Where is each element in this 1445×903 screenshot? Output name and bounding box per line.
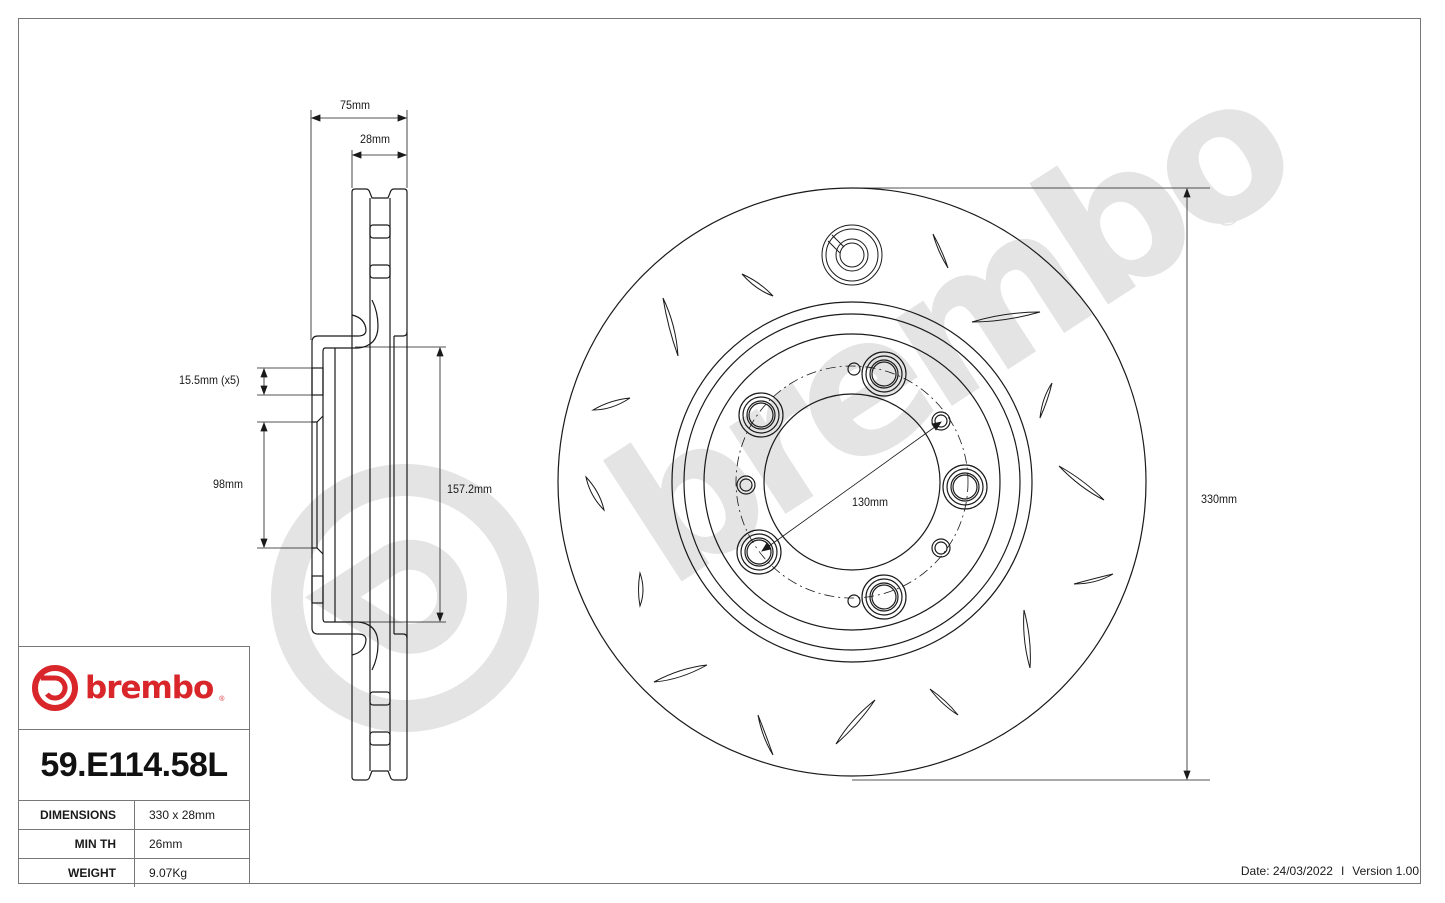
lug-holes: [736, 351, 988, 620]
spec-row-min-th: MIN TH 26mm: [19, 830, 249, 859]
spec-value: 9.07Kg: [149, 866, 188, 880]
svg-text:R: R: [1221, 206, 1232, 223]
side-view: [311, 188, 408, 781]
spec-value: 330 x 28mm: [149, 808, 216, 822]
dim-pcd: 130mm: [852, 495, 889, 509]
registered-mark: ®: [219, 696, 225, 703]
side-view-dimensions: [257, 110, 446, 623]
footer: Date: 24/03/2022 I Version 1.00: [1241, 864, 1419, 878]
dim-hat-diameter: 157.2mm: [447, 482, 493, 496]
dim-outer-diameter: 330mm: [1201, 492, 1238, 506]
front-view-dimensions: [761, 187, 1210, 781]
dim-center-bore: 98mm: [213, 477, 244, 491]
part-number: 59.E114.58L: [19, 730, 249, 801]
spec-row-weight: WEIGHT 9.07Kg: [19, 859, 249, 887]
brand-logo: brembo ®: [19, 647, 249, 730]
spec-label: WEIGHT: [19, 859, 135, 887]
footer-version: Version 1.00: [1352, 864, 1419, 878]
footer-separator: I: [1340, 864, 1345, 878]
drawing-frame: [18, 18, 1421, 884]
spec-row-dimensions: DIMENSIONS 330 x 28mm: [19, 801, 249, 830]
brand-wordmark: brembo: [85, 670, 214, 706]
dim-overall-height: 75mm: [340, 98, 371, 112]
brembo-logo-icon: [32, 665, 78, 711]
spec-value: 26mm: [149, 837, 183, 851]
spec-label: DIMENSIONS: [19, 801, 135, 829]
disc-slots: [585, 233, 1114, 756]
dim-disc-thickness: 28mm: [360, 132, 391, 146]
svg-text:brembo: brembo: [572, 31, 1326, 628]
brembo-emblem-icon: [821, 224, 883, 286]
brembo-watermark-icon: brembo R: [271, 31, 1326, 732]
spec-label: MIN TH: [19, 830, 135, 858]
dim-bolt-hole: 15.5mm (x5): [179, 373, 240, 387]
title-block: brembo ® 59.E114.58L DIMENSIONS 330 x 28…: [18, 646, 250, 887]
footer-date: Date: 24/03/2022: [1240, 864, 1333, 878]
